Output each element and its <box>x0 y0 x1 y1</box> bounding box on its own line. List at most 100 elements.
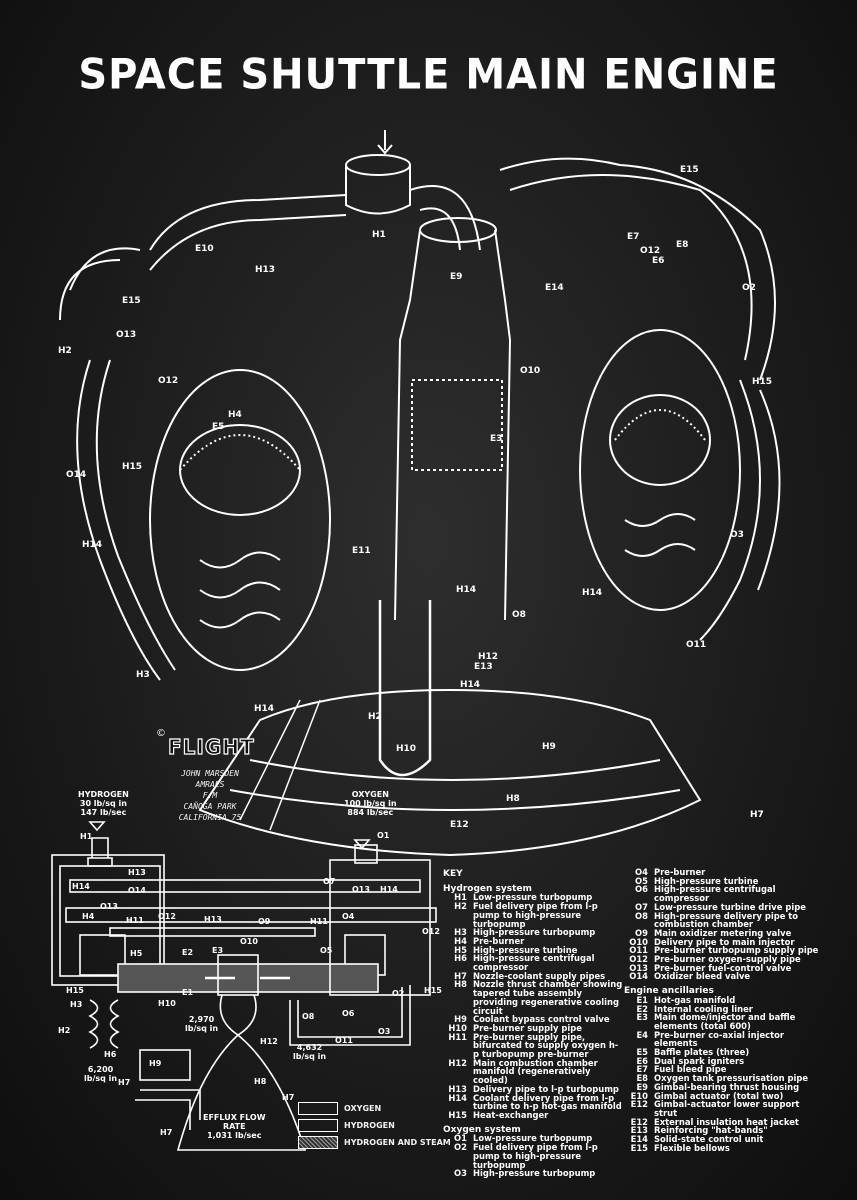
key-code: H5 <box>454 944 467 955</box>
callout-o12: O12 <box>422 927 440 936</box>
key-code: H7 <box>454 970 467 981</box>
key-description: Fuel delivery pipe from l-p pump to high… <box>473 1142 598 1170</box>
artist-signature: JOHN MARSDEN AMRAES F.M CAÑOGA PARK CALI… <box>178 769 242 822</box>
key-code: H15 <box>448 1109 467 1120</box>
key-code: E8 <box>636 1073 648 1084</box>
callout-e6: E6 <box>652 256 665 266</box>
key-description: Gimbal-bearing thrust housing <box>654 1081 800 1092</box>
key-heading: KEY <box>443 869 463 879</box>
callout-h11: H11 <box>310 917 328 926</box>
key-code: H8 <box>454 979 467 990</box>
key-item: O10 Delivery pipe to main injector <box>624 936 820 947</box>
callout-h9: H9 <box>542 742 556 752</box>
key-code: H9 <box>454 1014 467 1025</box>
key-code: H1 <box>454 892 467 903</box>
callout-e7: E7 <box>627 232 640 242</box>
callout-e14: E14 <box>545 283 564 293</box>
key-code: O7 <box>635 901 648 912</box>
key-description: External insulation heat jacket <box>654 1116 799 1127</box>
legend-oxygen: OXYGEN <box>298 1100 451 1117</box>
key-code: E5 <box>636 1047 648 1058</box>
callout-o12: O12 <box>158 912 176 921</box>
callout-h2: H2 <box>58 346 72 356</box>
key-section-title: Oxygen system <box>443 1124 521 1135</box>
callout-h1: H1 <box>80 832 93 841</box>
key-description: Pre-burner fuel-control valve <box>654 962 792 973</box>
legend-hydrogen: HYDROGEN <box>298 1117 451 1134</box>
key-code: O10 <box>629 936 648 947</box>
key-description: Delivery pipe to main injector <box>654 936 795 947</box>
key-code: E2 <box>636 1003 648 1014</box>
key-code: E6 <box>636 1055 648 1066</box>
key-code: H11 <box>448 1031 467 1042</box>
callout-h6: H6 <box>104 1050 117 1059</box>
callout-e10: E10 <box>195 244 214 254</box>
key-code: E1 <box>636 994 648 1005</box>
callout-e13: E13 <box>474 662 493 672</box>
poster-title: SPACE SHUTTLE MAIN ENGINE <box>78 50 779 100</box>
callout-h15: H15 <box>752 377 773 387</box>
callout-o13: O13 <box>352 885 370 894</box>
key-description: Solid-state control unit <box>654 1134 764 1145</box>
key-item: H3 High-pressure turbopump <box>443 928 623 937</box>
key-code: E10 <box>630 1090 648 1101</box>
key-code: H13 <box>448 1083 467 1094</box>
key-code: O8 <box>635 910 648 921</box>
key-item: H9 Coolant bypass control valve <box>443 1015 623 1024</box>
key-description: Oxidizer bleed valve <box>654 971 751 982</box>
key-code: O1 <box>454 1133 467 1144</box>
key-description: High-pressure turbopump <box>473 927 596 938</box>
callout-o10: O10 <box>240 937 258 946</box>
copyright-symbol: © <box>156 728 166 739</box>
callout-o10: O10 <box>520 366 541 376</box>
key-description: Delivery pipe to l-p turbopump <box>473 1083 619 1094</box>
callout-e3: E3 <box>490 434 503 444</box>
key-description: Low-pressure turbopump <box>473 892 593 903</box>
callout-e12: E12 <box>450 820 469 830</box>
key-description: Coolant bypass control valve <box>473 1014 610 1025</box>
callout-o3: O3 <box>378 1027 391 1036</box>
key-code: H14 <box>448 1092 467 1103</box>
key-code: O11 <box>629 945 648 956</box>
key-description: Pre-burner turbopump supply pipe <box>654 945 819 956</box>
callout-h14: H14 <box>380 885 398 894</box>
key-code: H3 <box>454 927 467 938</box>
key-description: Gimbal-actuator lower support strut <box>654 1099 800 1118</box>
key-description: Baffle plates (three) <box>654 1047 750 1058</box>
callout-h13: H13 <box>255 265 276 275</box>
key-description: Internal cooling liner <box>654 1003 753 1014</box>
key-item: H13 Delivery pipe to l-p turbopump <box>443 1085 623 1094</box>
key-description: Fuel delivery pipe from l-p pump to high… <box>473 901 598 929</box>
key-description: Hot-gas manifold <box>654 994 736 1005</box>
callout-o6: O6 <box>342 1009 355 1018</box>
key-code: H2 <box>454 901 467 912</box>
key-description: Reinforcing "hat-bands" <box>654 1125 768 1136</box>
oxygen-inlet-label: OXYGEN 100 lb/sq in 884 lb/sec <box>344 790 397 817</box>
callout-h10: H10 <box>396 744 417 754</box>
callout-o2: O2 <box>392 989 405 998</box>
key-item: H1 Low-pressure turbopump <box>443 893 623 902</box>
callout-o2: O2 <box>742 283 756 293</box>
callout-e3: E3 <box>212 946 224 955</box>
